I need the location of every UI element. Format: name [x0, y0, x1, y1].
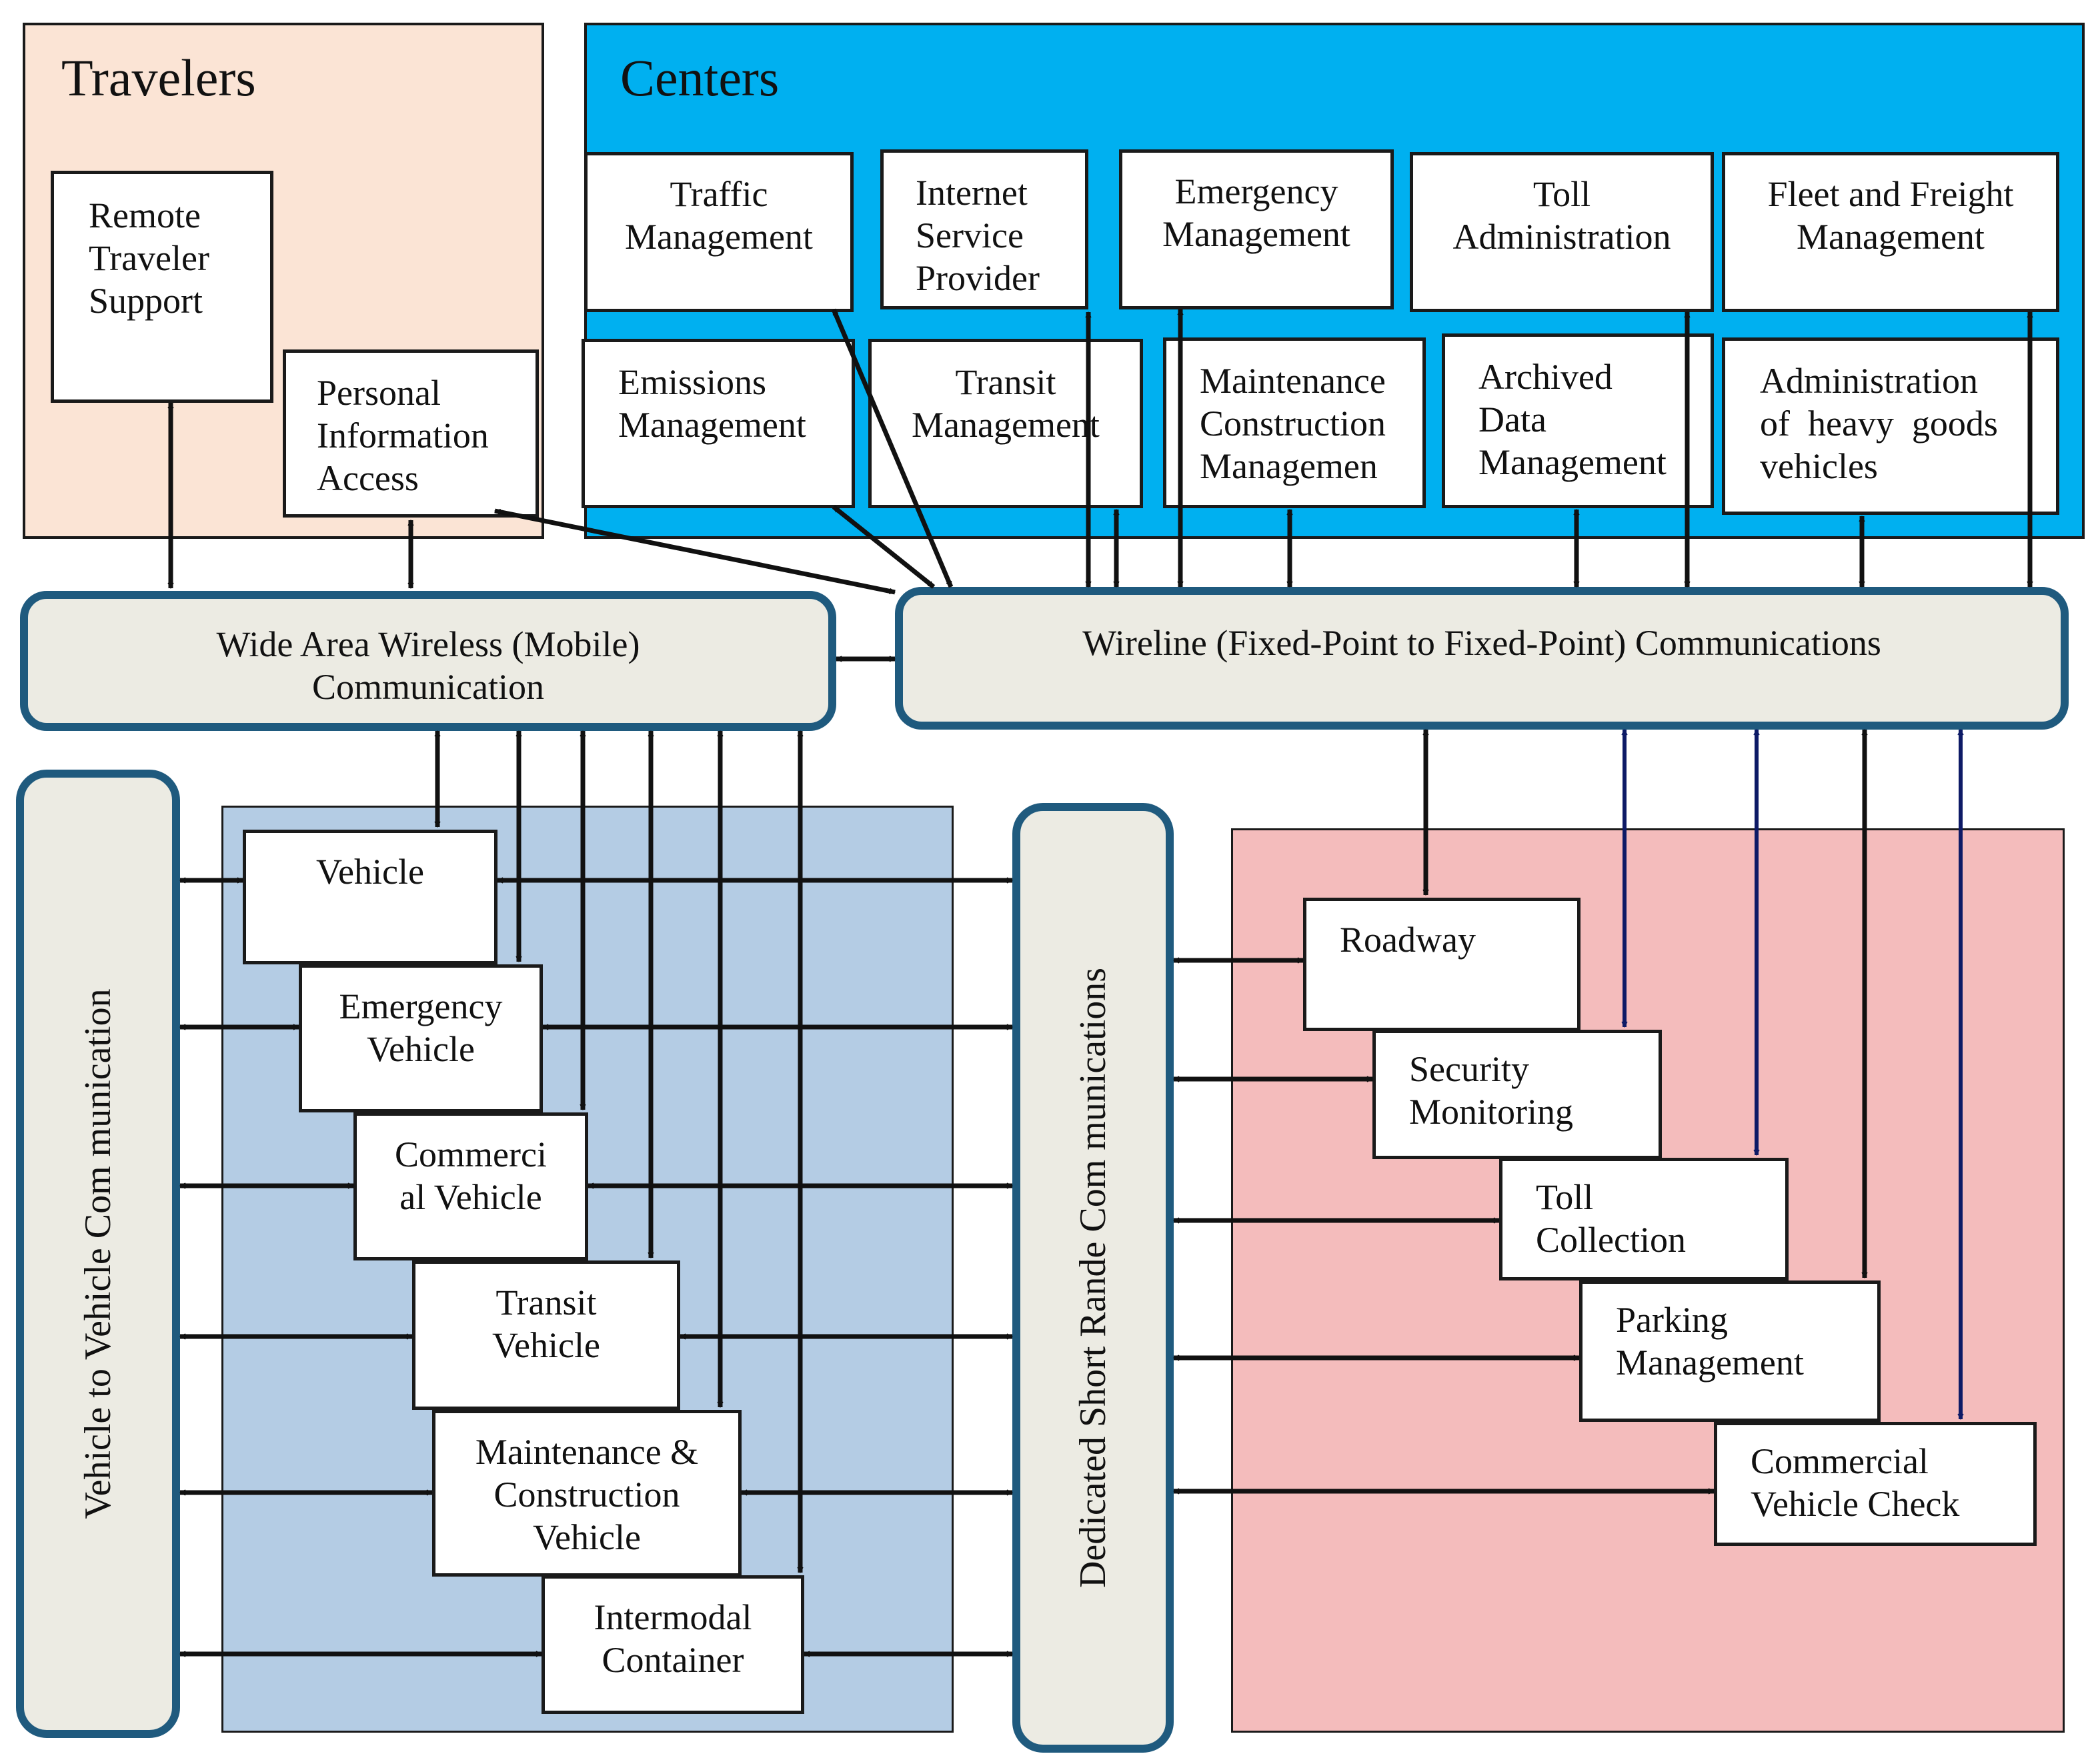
administration-heavy-goods-line3: vehicles — [1760, 446, 1878, 486]
commercial-vehicle-line1: Commerci — [395, 1134, 547, 1174]
administration-heavy-goods-box: Administration of heavy goods vehicles — [1722, 337, 2059, 515]
fleet-and-freight-management-box: Fleet and Freight Management — [1722, 152, 2059, 312]
toll-administration-line2: Administration — [1452, 217, 1671, 257]
roadway-line1: Roadway — [1340, 920, 1476, 960]
parking-management-line2: Management — [1616, 1343, 1804, 1383]
traffic-management-line2: Management — [625, 217, 813, 257]
internet-service-provider-box: Internet Service Provider — [880, 149, 1088, 309]
maintenance-construction-vehicle-line2: Construction — [493, 1475, 680, 1515]
emissions-management-box: Emissions Management — [582, 339, 855, 508]
emergency-vehicle-box: Emergency Vehicle — [299, 964, 543, 1112]
emissions-management-line1: Emissions — [618, 362, 767, 402]
commercial-vehicle-box: Commerci al Vehicle — [353, 1112, 588, 1260]
maintenance-construction-vehicle-line3: Vehicle — [533, 1517, 641, 1557]
toll-administration-line1: Toll — [1532, 174, 1591, 214]
emergency-management-box: Emergency Management — [1119, 149, 1394, 309]
emergency-vehicle-line2: Vehicle — [367, 1029, 475, 1069]
transit-management-box: Transit Management — [868, 339, 1143, 508]
traffic-management-box: Traffic Management — [584, 152, 854, 312]
maintenance-construction-vehicle-box: Maintenance & Construction Vehicle — [432, 1410, 742, 1577]
wide-area-wireless-line2: Communication — [312, 667, 544, 707]
fleet-and-freight-management-line1: Fleet and Freight — [1767, 174, 2014, 214]
centers-title: Centers — [620, 49, 780, 107]
toll-administration-box: Toll Administration — [1410, 152, 1714, 312]
internet-service-provider-line1: Internet — [916, 173, 1028, 213]
wireline-line1: Wireline (Fixed-Point to Fixed-Point) Co… — [1082, 623, 1881, 663]
personal-information-access-box: Personal Information Access — [283, 349, 539, 518]
archived-data-management-box: Archived Data Management — [1442, 333, 1714, 508]
dedicated-short-range-label: Dedicated Short Rande Com munications — [1072, 967, 1114, 1589]
personal-information-access-line3: Access — [317, 458, 419, 498]
archived-data-management-line3: Management — [1478, 442, 1667, 482]
archived-data-management-line1: Archived — [1478, 357, 1613, 397]
wide-area-wireless-bus: Wide Area Wireless (Mobile) Communicatio… — [20, 591, 836, 731]
transit-management-line2: Management — [912, 405, 1100, 445]
intermodal-container-line2: Container — [602, 1640, 744, 1680]
commercial-vehicle-check-line2: Vehicle Check — [1751, 1484, 1960, 1524]
personal-information-access-line1: Personal — [317, 373, 441, 413]
commercial-vehicle-line2: al Vehicle — [399, 1177, 542, 1217]
intermodal-container-box: Intermodal Container — [542, 1575, 804, 1714]
parking-management-line1: Parking — [1616, 1300, 1728, 1340]
maintenance-construction-vehicle-line1: Maintenance & — [475, 1432, 699, 1472]
transit-management-line1: Transit — [955, 362, 1056, 402]
vehicle-to-vehicle-bus: Vehicle to Vehicle Com munication — [16, 770, 180, 1738]
toll-collection-box: Toll Collection — [1499, 1158, 1789, 1280]
security-monitoring-line1: Security — [1409, 1049, 1529, 1089]
administration-heavy-goods-line1: Administration — [1760, 361, 1978, 401]
vehicle-to-vehicle-label: Vehicle to Vehicle Com munication — [77, 988, 119, 1519]
security-monitoring-box: Security Monitoring — [1372, 1030, 1662, 1159]
remote-traveler-support-box: Remote Traveler Support — [51, 171, 273, 403]
vehicle-line1: Vehicle — [316, 852, 424, 892]
transit-vehicle-box: Transit Vehicle — [412, 1260, 680, 1410]
fleet-and-freight-management-line2: Management — [1797, 217, 1985, 257]
remote-traveler-support-line3: Support — [89, 281, 203, 321]
commercial-vehicle-check-box: Commercial Vehicle Check — [1714, 1422, 2037, 1546]
transit-vehicle-line2: Vehicle — [492, 1325, 600, 1365]
toll-collection-line1: Toll — [1536, 1177, 1594, 1217]
transit-vehicle-line1: Transit — [495, 1282, 597, 1322]
travelers-title: Travelers — [61, 49, 256, 107]
emissions-management-line2: Management — [618, 405, 806, 445]
security-monitoring-line2: Monitoring — [1409, 1092, 1574, 1132]
internet-service-provider-line3: Provider — [916, 258, 1040, 298]
maintenance-construction-management-line1: Maintenance — [1200, 361, 1386, 401]
internet-service-provider-line2: Service — [916, 215, 1024, 255]
dedicated-short-range-bus: Dedicated Short Rande Com munications — [1012, 803, 1174, 1753]
maintenance-construction-management-line3: Managemen — [1200, 446, 1378, 486]
vehicle-box: Vehicle — [243, 830, 497, 964]
maintenance-construction-management-line2: Construction — [1200, 403, 1386, 444]
roadway-box: Roadway — [1303, 898, 1581, 1031]
remote-traveler-support-line1: Remote — [89, 195, 201, 235]
administration-heavy-goods-line2: of heavy goods — [1760, 403, 1998, 444]
traffic-management-line1: Traffic — [670, 174, 768, 214]
emergency-management-line1: Emergency — [1174, 171, 1338, 211]
parking-management-box: Parking Management — [1579, 1280, 1881, 1422]
commercial-vehicle-check-line1: Commercial — [1751, 1441, 1929, 1481]
emergency-management-line2: Management — [1162, 214, 1350, 254]
wireline-bus: Wireline (Fixed-Point to Fixed-Point) Co… — [895, 587, 2069, 730]
toll-collection-line2: Collection — [1536, 1220, 1686, 1260]
archived-data-management-line2: Data — [1478, 399, 1546, 439]
wide-area-wireless-line1: Wide Area Wireless (Mobile) — [216, 624, 640, 664]
intermodal-container-line1: Intermodal — [594, 1597, 752, 1637]
emergency-vehicle-line1: Emergency — [339, 986, 503, 1026]
personal-information-access-line2: Information — [317, 415, 489, 456]
remote-traveler-support-line2: Traveler — [89, 238, 209, 278]
maintenance-construction-management-box: Maintenance Construction Managemen — [1163, 337, 1426, 508]
